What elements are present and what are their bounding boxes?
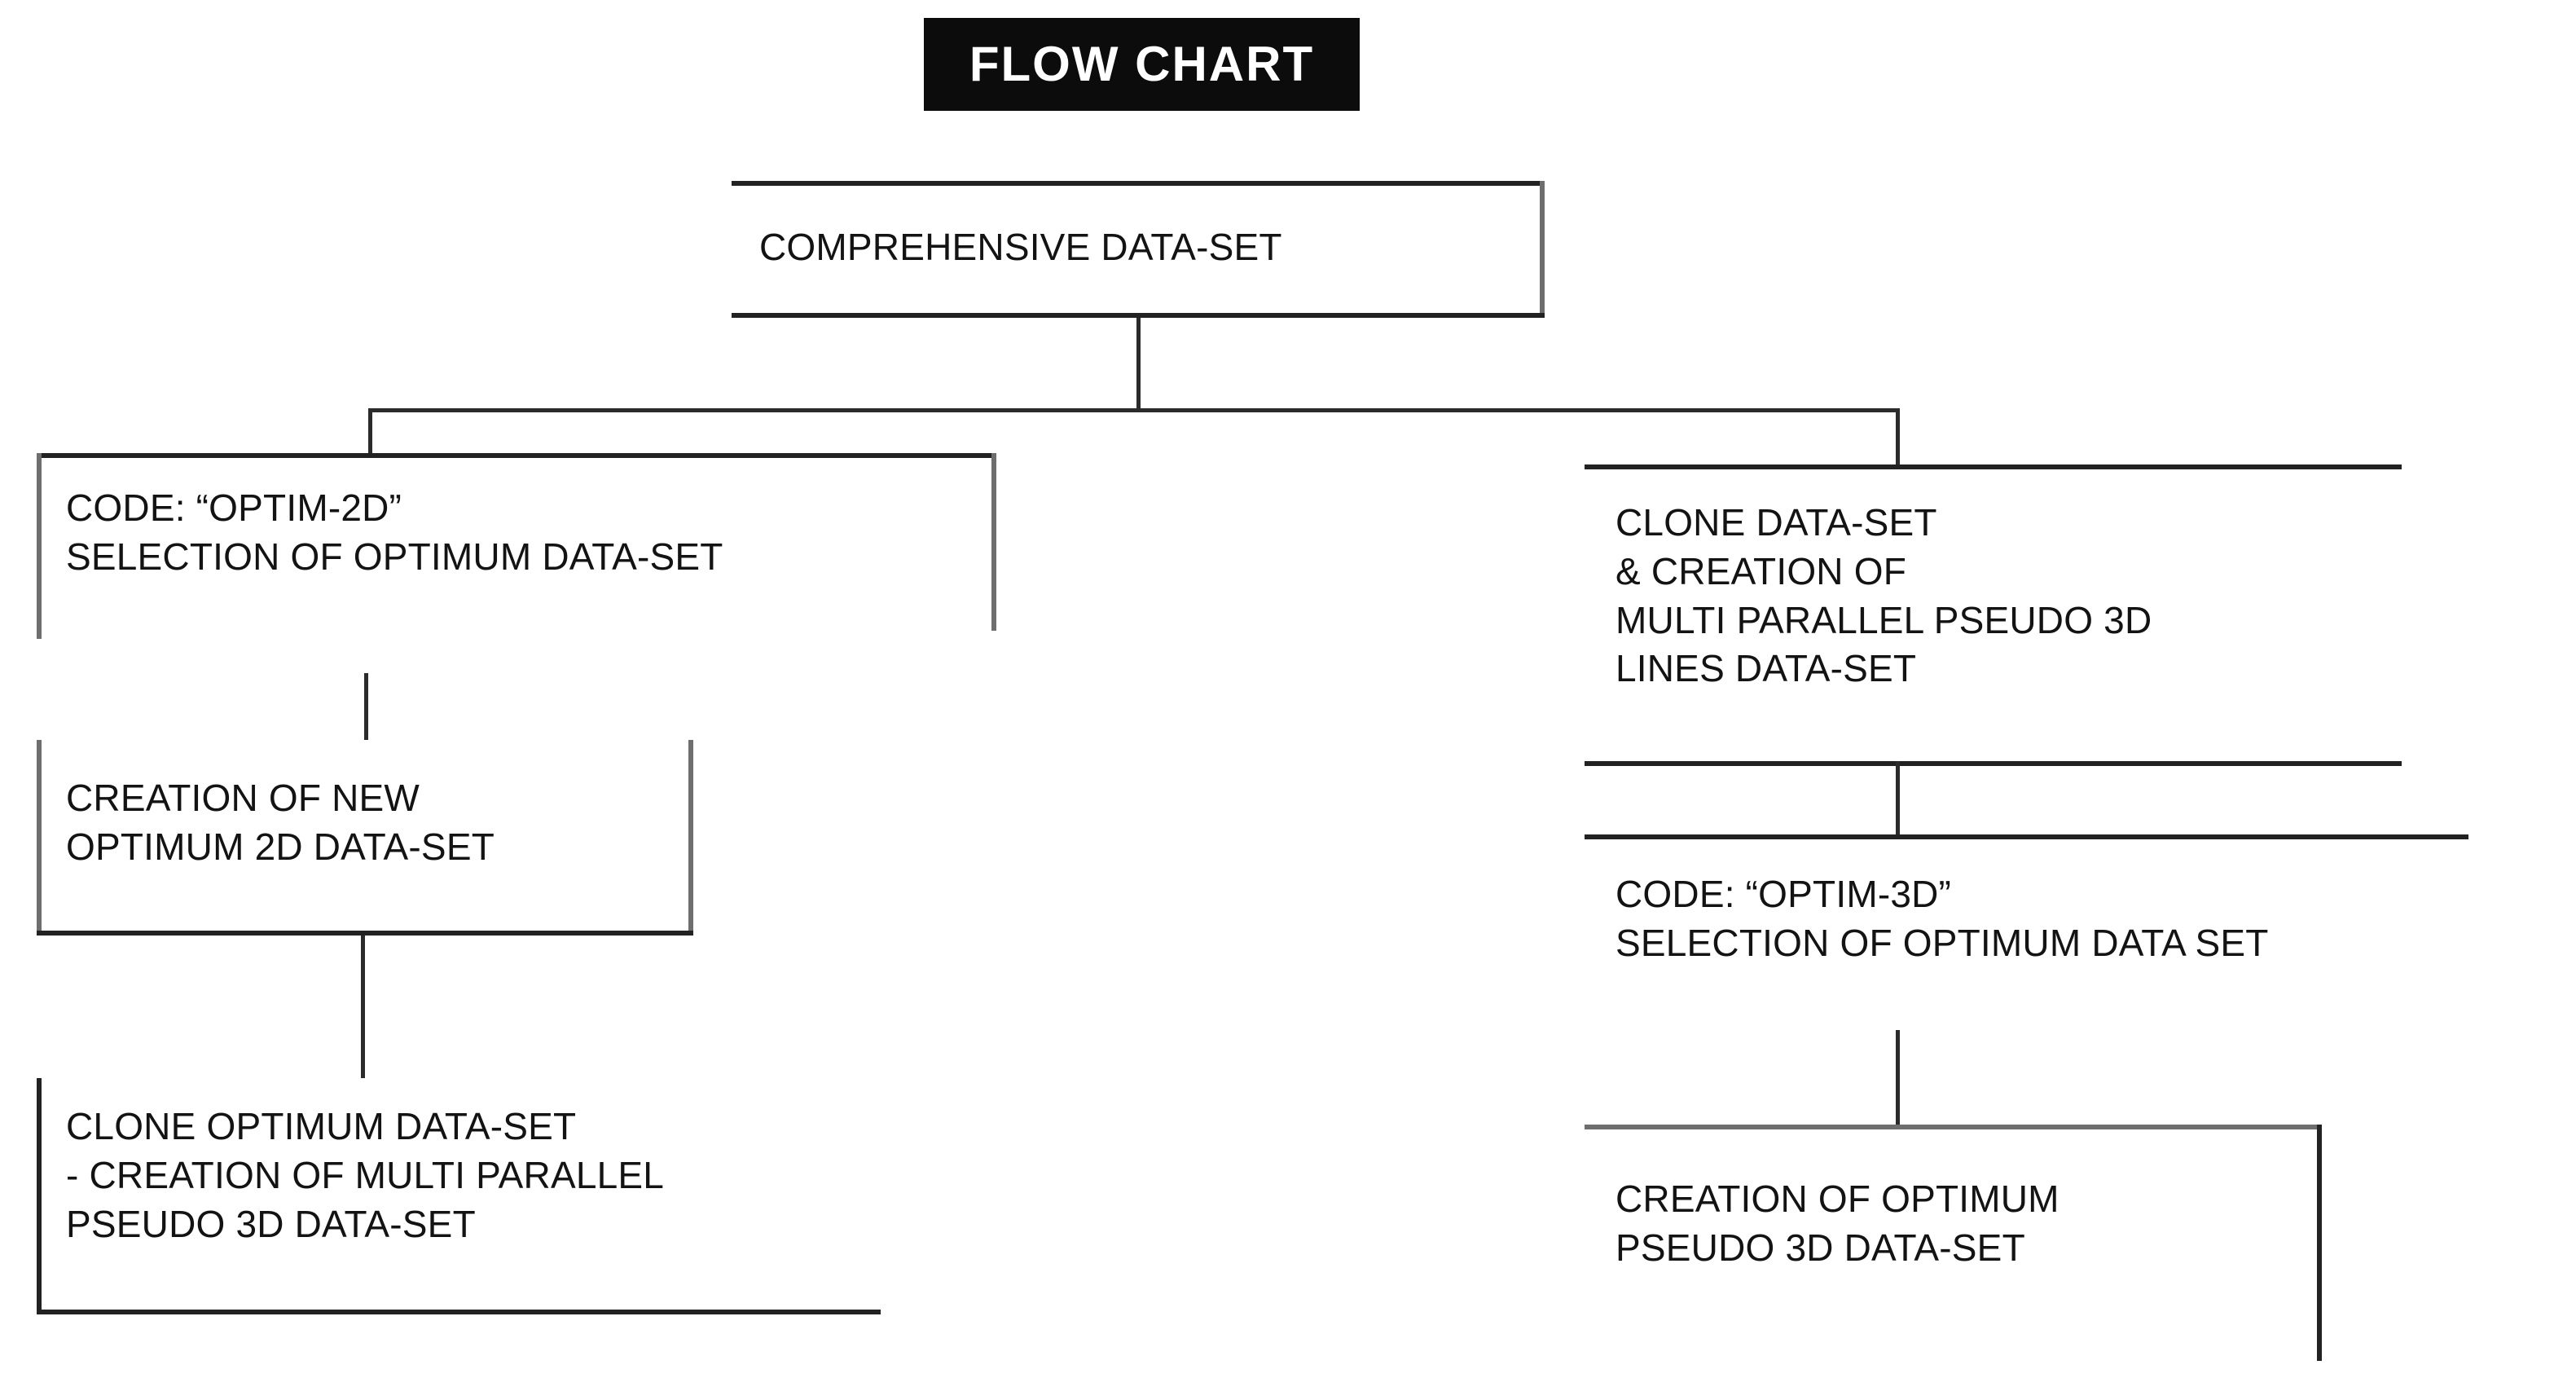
node-border-bottom — [732, 313, 1545, 318]
node-label: CLONE OPTIMUM DATA-SET - CREATION OF MUL… — [66, 1105, 665, 1245]
node-border-right — [1540, 181, 1545, 318]
node-border-top — [1585, 1125, 2322, 1129]
node-creation-optimum-pseudo-3d: CREATION OF OPTIMUM PSEUDO 3D DATA-SET — [1585, 1125, 2322, 1378]
node-border-top — [37, 453, 996, 458]
node-border-bottom — [1585, 761, 2402, 766]
connector-split-left-down — [368, 408, 372, 457]
flowchart-title-banner: FLOW CHART — [924, 18, 1360, 111]
node-border-left — [37, 453, 42, 639]
node-label: CODE: “OPTIM-3D” SELECTION OF OPTIMUM DA… — [1615, 873, 2269, 964]
node-border-top — [1585, 834, 2468, 839]
node-label: CREATION OF NEW OPTIMUM 2D DATA-SET — [66, 777, 495, 868]
node-creation-new-optimum-2d: CREATION OF NEW OPTIMUM 2D DATA-SET — [37, 740, 693, 936]
connector-left-2-to-3 — [361, 936, 365, 1078]
connector-split-bar — [368, 408, 1900, 412]
node-border-right — [688, 740, 693, 936]
node-border-right — [991, 453, 996, 631]
connector-root-down — [1136, 318, 1141, 412]
node-label: COMPREHENSIVE DATA-SET — [759, 226, 1282, 268]
node-border-top — [1585, 464, 2402, 469]
connector-right-2-to-3 — [1896, 1030, 1900, 1128]
node-border-left — [37, 740, 42, 936]
node-border-bottom — [37, 1310, 881, 1314]
node-label: CREATION OF OPTIMUM PSEUDO 3D DATA-SET — [1615, 1178, 2059, 1269]
node-border-right — [2317, 1125, 2322, 1361]
page-title: FLOW CHART — [969, 37, 1315, 91]
node-code-optim-2d: CODE: “OPTIM-2D” SELECTION OF OPTIMUM DA… — [37, 453, 996, 639]
node-border-left — [37, 1078, 42, 1314]
node-border-bottom — [37, 931, 693, 936]
connector-left-1-to-2 — [364, 673, 368, 740]
connector-right-1-to-2 — [1896, 761, 1900, 839]
node-clone-optimum-data-set: CLONE OPTIMUM DATA-SET - CREATION OF MUL… — [37, 1078, 881, 1314]
node-code-optim-3d: CODE: “OPTIM-3D” SELECTION OF OPTIMUM DA… — [1585, 834, 2468, 1030]
node-label: CLONE DATA-SET & CREATION OF MULTI PARAL… — [1615, 501, 2152, 690]
node-clone-data-set-multi-parallel: CLONE DATA-SET & CREATION OF MULTI PARAL… — [1585, 464, 2402, 766]
node-border-top — [732, 181, 1545, 186]
node-label: CODE: “OPTIM-2D” SELECTION OF OPTIMUM DA… — [66, 486, 723, 578]
connector-split-right-down — [1896, 408, 1900, 469]
node-comprehensive-data-set: COMPREHENSIVE DATA-SET — [732, 181, 1545, 318]
